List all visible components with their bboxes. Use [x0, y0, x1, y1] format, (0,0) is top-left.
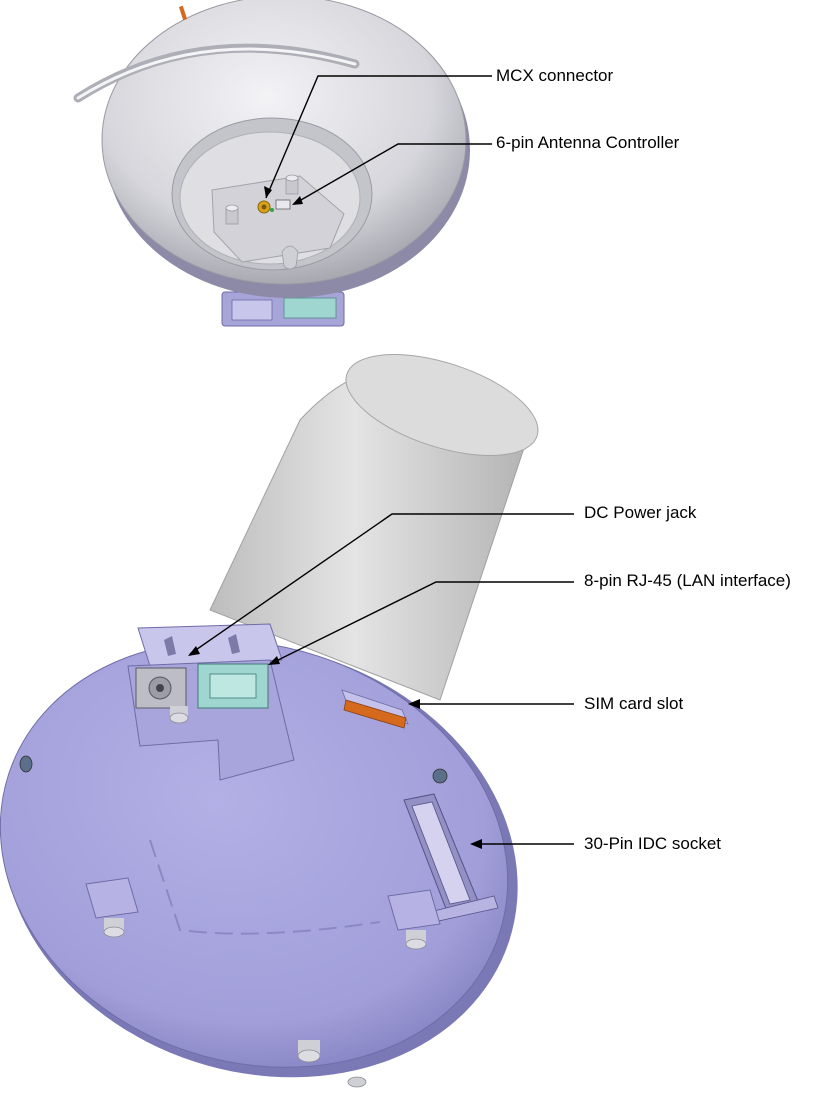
- label-rj45: 8-pin RJ-45 (LAN interface): [584, 571, 791, 590]
- leader-lines: [188, 75, 574, 849]
- dashed-outline: [149, 839, 381, 935]
- rj45-port: [197, 663, 269, 709]
- housing-screw-post: [169, 706, 189, 724]
- label-antenna-controller: 6-pin Antenna Controller: [496, 133, 680, 152]
- foot-bottom: [297, 1040, 367, 1088]
- label-dc-power-jack: DC Power jack: [584, 503, 697, 522]
- bottom-device: [0, 353, 539, 1088]
- right-screw: [432, 768, 448, 784]
- label-idc-socket: 30-Pin IDC socket: [584, 834, 721, 853]
- label-sim-card-slot: SIM card slot: [584, 694, 684, 713]
- mcx-connector: [257, 200, 271, 214]
- idc-socket: [403, 793, 499, 923]
- orange-mark: [178, 5, 188, 21]
- dish-posts: [225, 174, 299, 225]
- foot-right: [387, 889, 441, 950]
- dish-mount-plate: [211, 175, 345, 263]
- top-device: [73, 0, 470, 327]
- sim-card-slot: [341, 689, 409, 729]
- label-mcx-connector: MCX connector: [496, 66, 614, 85]
- top-device-connector-block: [221, 291, 345, 327]
- antenna-controller-connector: [270, 199, 291, 212]
- leader-rj45: [269, 581, 574, 665]
- side-screw: [19, 755, 33, 773]
- dc-power-jack: [135, 667, 187, 709]
- leader-dc-power: [189, 513, 574, 655]
- base-disc: [0, 640, 509, 1068]
- leader-antenna-controller: [293, 143, 492, 205]
- dish-tab: [281, 245, 299, 270]
- cylinder-body: [209, 353, 539, 701]
- foot-left: [85, 877, 139, 938]
- leader-mcx: [265, 75, 492, 199]
